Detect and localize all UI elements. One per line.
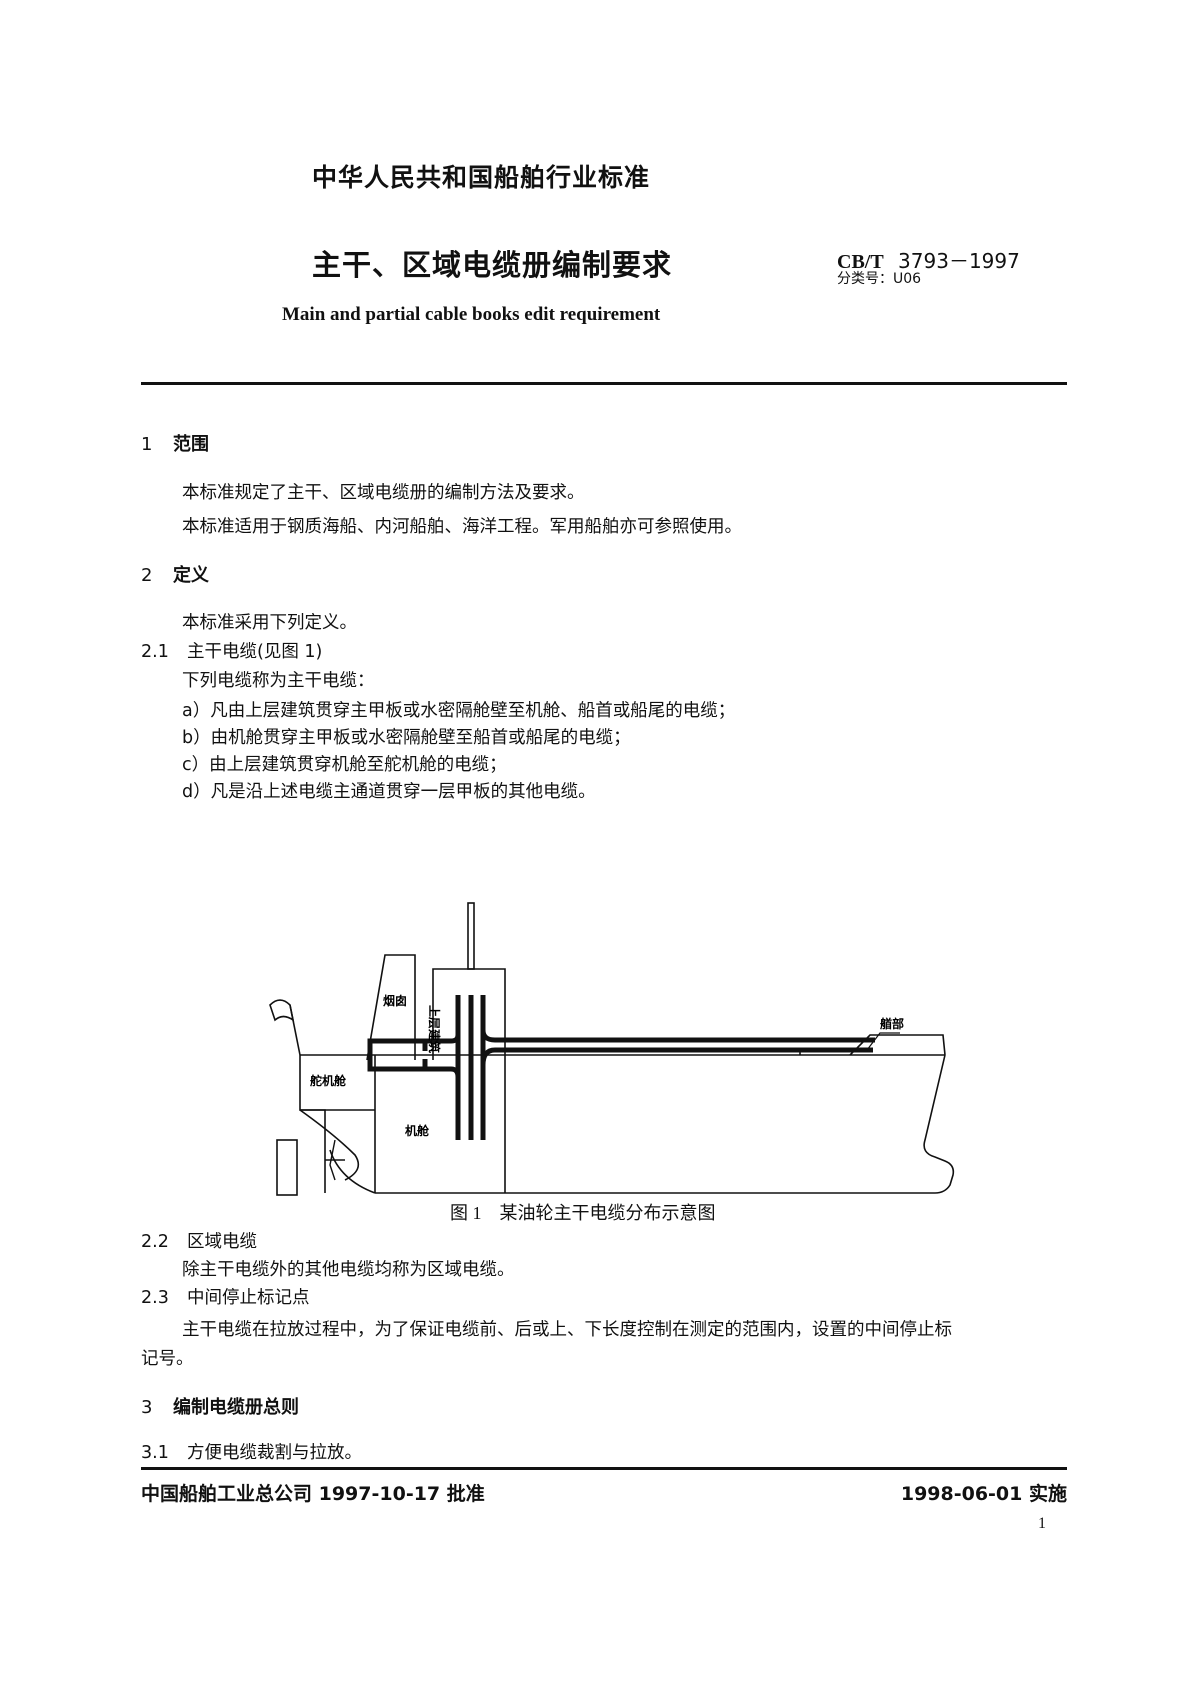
subsection-2-3-heading: 2.3 中间停止标记点 <box>141 1284 310 1309</box>
approval-info: 中国船舶工业总公司 1997-10-17 批准 <box>141 1483 485 1505</box>
paragraph: 本标准规定了主干、区域电缆册的编制方法及要求。 <box>182 483 585 503</box>
subsection-3-1: 3.1 方便电缆裁割与拉放。 <box>141 1439 362 1464</box>
list-item: a）凡由上层建筑贯穿主甲板或水密隔舱壁至机舱、船首或船尾的电缆； <box>182 701 736 721</box>
section-title: 定义 <box>173 565 209 586</box>
classification-code: 分类号：U06 <box>837 271 922 287</box>
ship-diagram: 烟囱 上层建筑 舵机舱 机舱 艏部 <box>269 902 955 1196</box>
standard-code: CB/T 3793－1997 <box>837 245 1020 274</box>
section-number: 2 <box>141 565 153 586</box>
implementation-date: 1998-06-01 实施 <box>900 1483 1067 1505</box>
figure-tanker-cable-layout: 烟囱 上层建筑 舵机舱 机舱 艏部 <box>255 835 955 1200</box>
subsection-title: 区域电缆 <box>187 1232 257 1252</box>
section-3-heading: 3 编制电缆册总则 <box>141 1393 299 1419</box>
section-1-heading: 1 范围 <box>141 430 209 456</box>
label-steering-room: 舵机舱 <box>310 1073 347 1088</box>
section-title: 编制电缆册总则 <box>173 1397 299 1418</box>
figure-caption: 图 1 某油轮主干电缆分布示意图 <box>450 1203 716 1223</box>
list-item: b）由机舱贯穿主甲板或水密隔舱壁至船首或船尾的电缆； <box>182 728 631 748</box>
standard-prefix: CB/T <box>837 251 884 273</box>
subsection-text: 方便电缆裁割与拉放。 <box>187 1443 362 1463</box>
section-number: 3 <box>141 1397 153 1418</box>
org-title: 中华人民共和国船舶行业标准 <box>312 163 651 192</box>
paragraph: 下列电缆称为主干电缆： <box>182 671 375 691</box>
subsection-number: 3.1 <box>141 1443 169 1463</box>
document-title: 主干、区域电缆册编制要求 <box>312 248 673 282</box>
subsection-title: 中间停止标记点 <box>187 1288 310 1308</box>
section-number: 1 <box>141 434 153 455</box>
document-title-english: Main and partial cable books edit requir… <box>282 304 661 325</box>
subsection-number: 2.3 <box>141 1288 169 1308</box>
paragraph: 除主干电缆外的其他电缆均称为区域电缆。 <box>182 1260 515 1280</box>
label-funnel: 烟囱 <box>383 993 407 1008</box>
subsection-2-2-heading: 2.2 区域电缆 <box>141 1228 257 1253</box>
subsection-title: 主干电缆(见图 1) <box>187 642 323 662</box>
list-item: d）凡是沿上述电缆主通道贯穿一层甲板的其他电缆。 <box>182 782 596 802</box>
section-title: 范围 <box>173 434 209 455</box>
label-engine-room: 机舱 <box>405 1123 430 1138</box>
footer-divider <box>141 1467 1067 1470</box>
section-2-heading: 2 定义 <box>141 561 209 587</box>
page-number: 1 <box>1038 1515 1046 1532</box>
paragraph: 本标准适用于钢质海船、内河船舶、海洋工程。军用船舶亦可参照使用。 <box>182 517 742 537</box>
standard-number: 3793－1997 <box>898 249 1020 273</box>
paragraph-continuation: 记号。 <box>141 1349 194 1369</box>
label-superstructure: 上层建筑 <box>427 1005 442 1053</box>
paragraph: 主干电缆在拉放过程中，为了保证电缆前、后或上、下长度控制在测定的范围内，设置的中… <box>182 1320 952 1340</box>
list-item: c）由上层建筑贯穿机舱至舵机舱的电缆； <box>182 755 507 775</box>
subsection-number: 2.2 <box>141 1232 169 1252</box>
subsection-number: 2.1 <box>141 642 169 662</box>
label-bow: 艏部 <box>879 1016 904 1031</box>
subsection-2-1-heading: 2.1 主干电缆(见图 1) <box>141 638 322 663</box>
paragraph: 本标准采用下列定义。 <box>182 613 357 633</box>
header-divider <box>141 382 1067 385</box>
